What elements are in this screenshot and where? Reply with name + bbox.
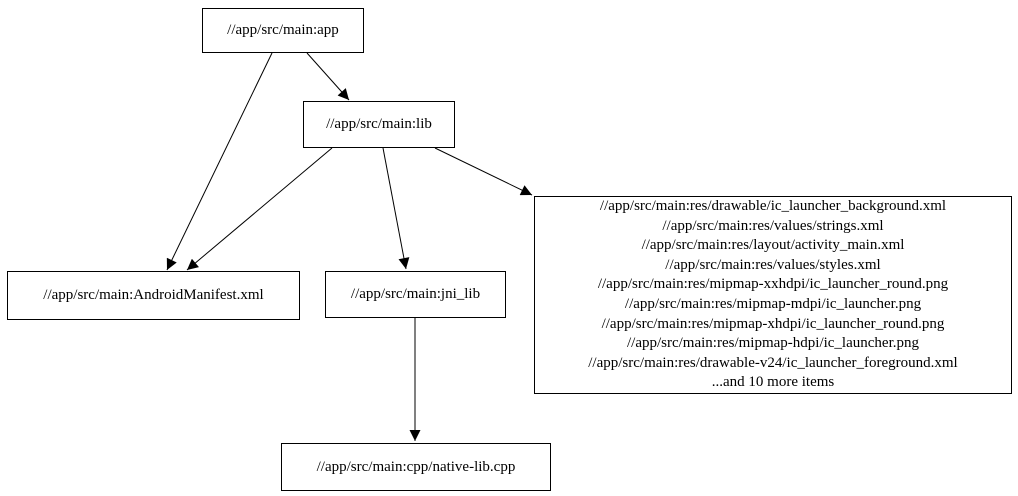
node-jni-lib: //app/src/main:jni_lib bbox=[325, 271, 506, 318]
res-file-line: //app/src/main:res/drawable/ic_launcher_… bbox=[599, 198, 947, 215]
node-native-lib-cpp-label: //app/src/main:cpp/native-lib.cpp bbox=[316, 458, 516, 475]
node-lib: //app/src/main:lib bbox=[303, 101, 455, 148]
res-file-line: //app/src/main:res/mipmap-hdpi/ic_launch… bbox=[626, 335, 919, 352]
res-file-line: //app/src/main:res/mipmap-xxhdpi/ic_laun… bbox=[597, 276, 949, 293]
res-file-line: //app/src/main:res/values/styles.xml bbox=[665, 256, 881, 273]
node-res-files: //app/src/main:res/drawable/ic_launcher_… bbox=[534, 196, 1012, 394]
node-lib-label: //app/src/main:lib bbox=[326, 116, 432, 132]
edge-lib-to-manifest bbox=[186, 147, 333, 271]
node-jni-lib-label: //app/src/main:jni_lib bbox=[350, 286, 481, 302]
node-android-manifest-label: //app/src/main:AndroidManifest.xml bbox=[43, 287, 264, 303]
edge-lib-to-res bbox=[434, 147, 533, 196]
edge-app-to-lib bbox=[306, 52, 350, 101]
node-native-lib-cpp: //app/src/main:cpp/native-lib.cpp bbox=[281, 443, 551, 491]
node-app: //app/src/main:app bbox=[202, 8, 364, 53]
edge-lib-to-jni-lib bbox=[382, 147, 410, 270]
node-app-label: //app/src/main:app bbox=[227, 22, 339, 38]
res-more-items-line: ...and 10 more items bbox=[711, 374, 835, 391]
res-file-line: //app/src/main:res/drawable-v24/ic_launc… bbox=[588, 354, 958, 371]
res-file-line: //app/src/main:res/mipmap-xhdpi/ic_launc… bbox=[601, 315, 945, 332]
res-file-line: //app/src/main:res/mipmap-mdpi/ic_launch… bbox=[624, 296, 922, 312]
node-android-manifest: //app/src/main:AndroidManifest.xml bbox=[7, 271, 300, 320]
edge-app-to-manifest bbox=[166, 52, 273, 271]
res-file-line: //app/src/main:res/values/strings.xml bbox=[662, 217, 884, 234]
res-file-line: //app/src/main:res/layout/activity_main.… bbox=[641, 237, 905, 254]
